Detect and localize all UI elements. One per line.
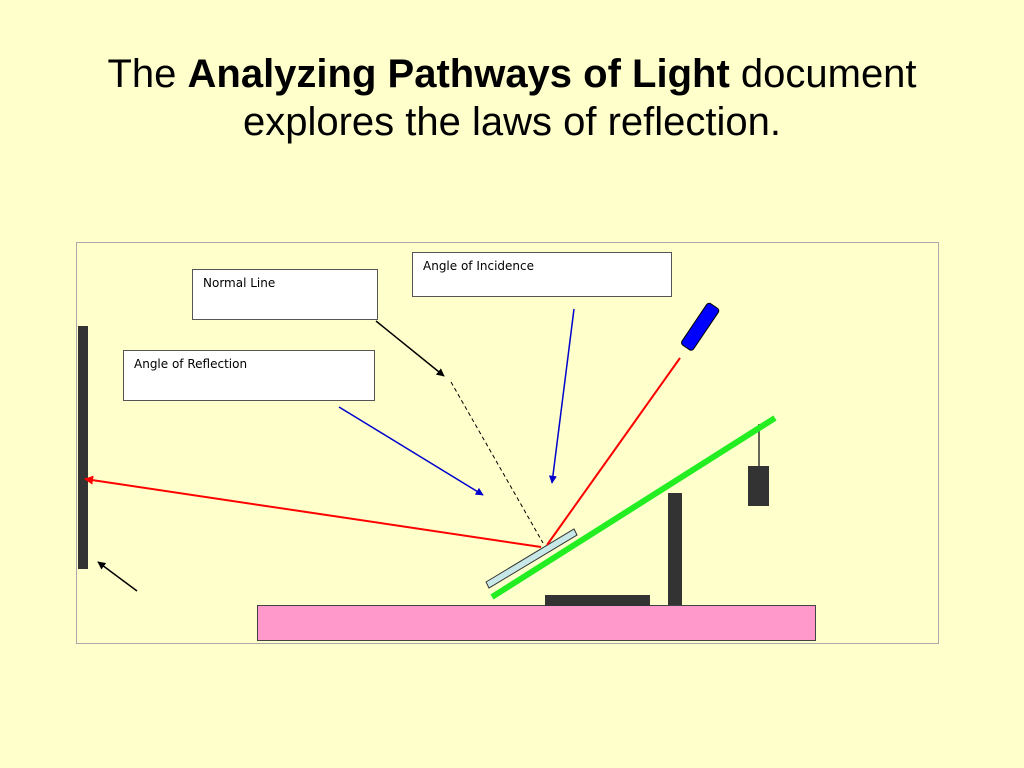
pink-base	[257, 605, 816, 641]
incidence-pointer-arrow	[548, 308, 575, 484]
slide-title: The Analyzing Pathways of Light document…	[0, 50, 1024, 146]
title-line1-suffix: document	[729, 52, 917, 96]
diagram-frame	[76, 242, 939, 644]
angle-of-reflection-label: Angle of Reflection	[134, 357, 248, 371]
title-prefix: The	[107, 52, 188, 96]
angle-of-incidence-label-box: Angle of Incidence	[412, 252, 672, 297]
normal-line-pointer-arrow	[375, 320, 445, 377]
mirror	[485, 528, 578, 589]
laser-pointer	[681, 302, 720, 351]
title-line2: explores the laws of reflection.	[242, 100, 782, 144]
reflection-pointer-arrow	[338, 406, 484, 496]
angle-of-incidence-label: Angle of Incidence	[423, 259, 535, 273]
screen-pointer-arrow	[97, 561, 138, 592]
angle-of-reflection-label-box: Angle of Reflection	[123, 350, 375, 401]
normal-line-label: Normal Line	[203, 276, 276, 290]
green-ruler	[490, 415, 777, 600]
incident-beam	[546, 357, 681, 546]
normal-line-label-box: Normal Line	[192, 269, 378, 320]
reflected-beam	[84, 475, 542, 548]
title-emphasis: Analyzing Pathways of Light	[187, 52, 730, 96]
hanging-weight	[748, 466, 769, 506]
normal-dashed-line	[450, 381, 544, 544]
base-block	[545, 595, 650, 606]
vertical-stand	[668, 493, 682, 605]
screen-bar	[78, 326, 88, 569]
